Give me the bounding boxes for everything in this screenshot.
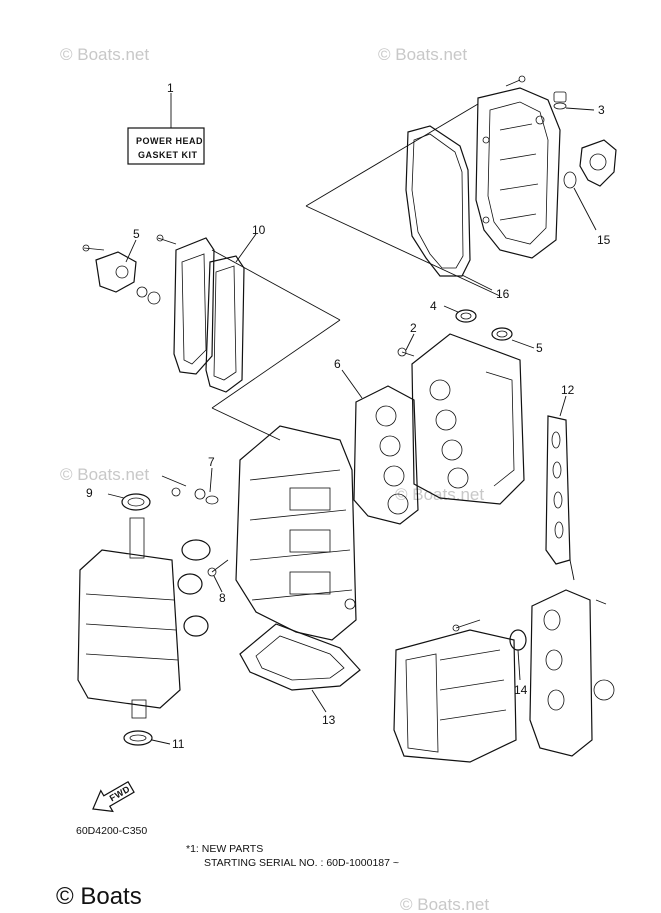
watermark-top-left: © Boats.net	[60, 45, 149, 64]
exhaust-cover-fittings	[82, 234, 177, 305]
crankshaft-assembly	[77, 517, 211, 719]
exhaust-cover-gasket	[205, 255, 245, 393]
intake-gasket	[545, 415, 571, 565]
watermark-mid-left: © Boats.net	[60, 465, 149, 484]
intake-manifold	[452, 589, 615, 757]
intake-silencer	[393, 629, 517, 763]
footer-brand: © Boats	[56, 883, 142, 910]
forward-arrow: FWD	[92, 780, 135, 813]
note-line2: STARTING SERIAL NO. : 60D-1000187 ~	[204, 857, 399, 869]
callout-13: 12	[561, 383, 575, 397]
callout-5-left: 4	[430, 299, 437, 313]
cylinder-head	[411, 333, 525, 505]
callout-15: 15	[597, 233, 611, 247]
callout-11: 11	[172, 737, 185, 751]
callout-12: 13	[322, 713, 336, 727]
thermostat-housing	[563, 139, 617, 189]
callout-4: 6	[334, 357, 341, 371]
callout-5-right: 5	[536, 341, 543, 355]
crankcase-base-gasket	[239, 623, 361, 691]
gasket-kit-label: POWER HEAD GASKET KIT	[127, 127, 205, 165]
callout-14: 14	[514, 683, 528, 697]
watermark-top-right: © Boats.net	[378, 45, 467, 64]
callout-1: 1	[167, 81, 174, 95]
callout-2: 2	[410, 321, 417, 335]
exhaust-cover	[173, 237, 215, 375]
cylinder-head-gasket	[353, 385, 419, 525]
cylinder-head-cover	[475, 87, 561, 259]
kit-label-line2: GASKET KIT	[138, 150, 198, 160]
callout-9: 10	[252, 223, 266, 237]
callout-7: 5	[133, 227, 140, 241]
cylinder-block	[235, 425, 357, 641]
callout-6: 8	[219, 591, 226, 605]
callout-16: 16	[496, 287, 510, 301]
kit-label-line1: POWER HEAD	[136, 136, 203, 146]
diagram-code: 60D4200-C350	[76, 825, 147, 837]
callout-10: 9	[86, 486, 93, 500]
head-cover-gasket	[405, 125, 471, 277]
watermark-bottom-right: © Boats.net	[400, 895, 489, 913]
note-line1: *1: NEW PARTS	[186, 843, 263, 855]
callout-3: 3	[598, 103, 605, 117]
callout-8: 7	[208, 455, 215, 469]
